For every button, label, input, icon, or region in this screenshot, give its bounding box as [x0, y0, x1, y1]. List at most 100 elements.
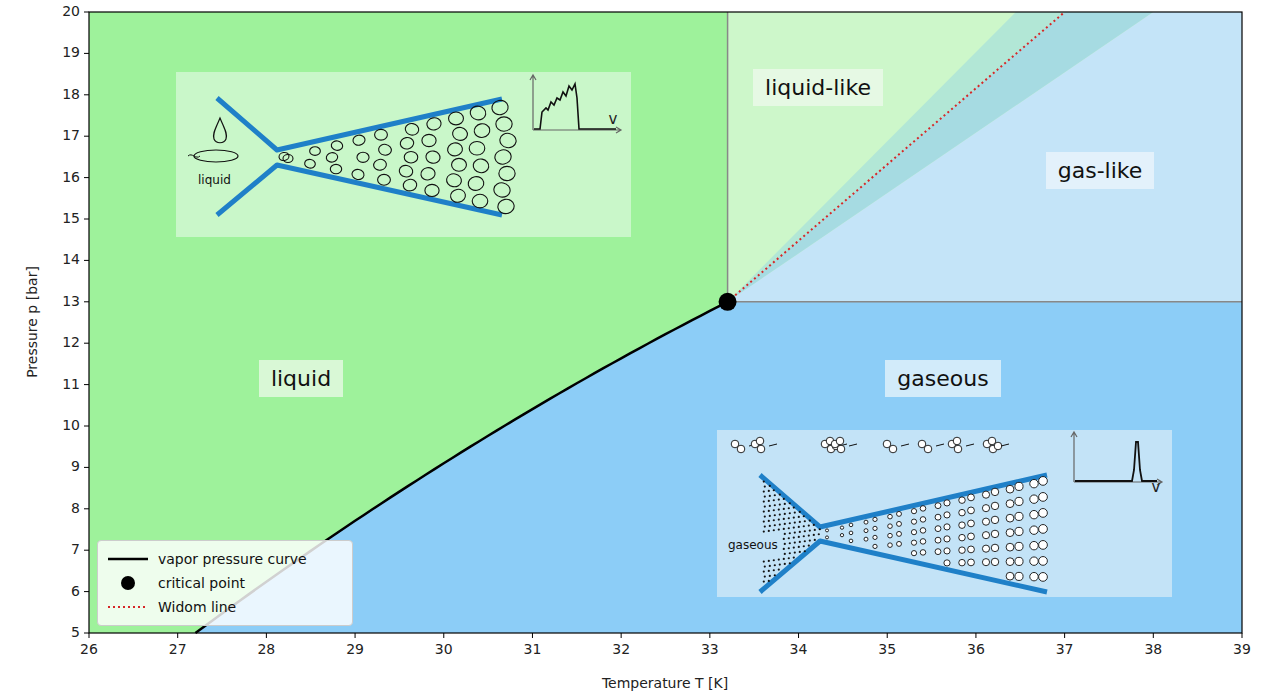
- gas-particle: [773, 499, 775, 501]
- gas-particle: [968, 533, 975, 540]
- gas-particle: [784, 513, 786, 515]
- tick-mark: [84, 260, 89, 261]
- gas-particle: [764, 486, 766, 488]
- tick-mark: [84, 426, 89, 427]
- inset-box: liquid: [176, 72, 631, 237]
- gas-particle: [968, 494, 975, 501]
- gas-particle: [784, 533, 786, 535]
- gas-particle: [763, 481, 765, 483]
- tick-mark: [266, 633, 267, 638]
- gas-particle: [840, 533, 843, 536]
- tick-label: 7: [71, 542, 80, 557]
- gas-particle: [944, 560, 950, 566]
- gas-particle: [849, 523, 853, 527]
- molecule-cluster: [737, 445, 745, 453]
- gas-particle: [809, 530, 811, 532]
- nozzle-wall: [760, 475, 1047, 527]
- gas-particle: [799, 531, 801, 533]
- gas-particle: [1006, 572, 1014, 580]
- inset-illustration: [176, 72, 631, 237]
- gas-particle: [783, 518, 785, 520]
- gas-like-region: [728, 12, 1242, 302]
- inset-axis-label: v: [609, 111, 618, 128]
- tick-label: 38: [1144, 642, 1162, 657]
- gas-particle: [873, 535, 877, 539]
- gas-particle: [799, 511, 801, 513]
- gas-particle: [944, 512, 950, 518]
- gas-particle: [789, 502, 791, 504]
- gas-particle: [911, 551, 916, 556]
- tick-label: 16: [62, 170, 80, 185]
- gas-particle: [763, 521, 765, 523]
- gas-particle: [1039, 493, 1048, 502]
- droplet: [404, 151, 418, 163]
- gas-particle: [920, 539, 926, 545]
- gas-particle: [982, 559, 989, 566]
- gas-particle: [784, 543, 786, 545]
- droplet: [399, 136, 414, 150]
- droplet: [491, 99, 510, 116]
- gas-particle: [935, 526, 941, 532]
- region-border: [727, 12, 729, 302]
- gas-particle: [793, 557, 795, 559]
- molecule-cluster: [994, 442, 1002, 450]
- gas-particle: [763, 531, 765, 533]
- gas-particle: [793, 547, 795, 549]
- gas-particle: [769, 495, 771, 497]
- plot-frame: [89, 12, 1242, 633]
- droplet: [452, 158, 467, 171]
- droplet: [310, 147, 321, 156]
- mini-axis: [1074, 479, 1162, 485]
- gas-particle: [803, 525, 805, 527]
- droplet: [467, 175, 485, 191]
- mini-axis: [530, 75, 536, 130]
- gas-particle: [794, 552, 796, 554]
- gas-particle: [982, 532, 989, 539]
- tick-label: 18: [62, 87, 80, 102]
- tick-label: 5: [71, 625, 80, 640]
- tick-label: 9: [71, 460, 80, 475]
- gas-particle: [789, 542, 791, 544]
- gas-particle: [769, 485, 771, 487]
- gas-particle: [783, 538, 785, 540]
- gas-particle: [794, 532, 796, 534]
- critical-point: [719, 293, 737, 311]
- droplet: [402, 178, 417, 192]
- inset-caption: gaseous: [728, 538, 778, 552]
- droplet: [420, 167, 436, 181]
- gas-particle: [1015, 497, 1023, 505]
- gas-particle: [799, 521, 801, 523]
- tick-label: 29: [346, 642, 364, 657]
- gas-particle: [888, 514, 893, 519]
- gas-particle: [1006, 500, 1014, 508]
- gas-particle: [944, 536, 950, 542]
- gas-particle: [764, 506, 766, 508]
- gas-particle: [783, 558, 785, 560]
- gas-particle: [804, 520, 806, 522]
- region-label: liquid: [259, 360, 343, 397]
- gas-particle: [813, 534, 815, 536]
- tick-mark: [84, 633, 89, 634]
- gas-particle: [778, 529, 780, 531]
- gas-particle: [959, 559, 966, 566]
- gas-particle: [793, 527, 795, 529]
- gas-particle: [944, 548, 950, 554]
- droplet: [473, 123, 491, 139]
- legend-text: critical point: [158, 575, 245, 591]
- tick-label: 28: [257, 642, 275, 657]
- gas-particle: [911, 540, 916, 545]
- tick-mark: [84, 136, 89, 137]
- legend-text: Widom line: [158, 599, 236, 615]
- droplet: [283, 154, 293, 162]
- gas-particle: [1030, 541, 1038, 549]
- nozzle-wall: [217, 165, 502, 215]
- gas-particle: [873, 544, 877, 548]
- liquid-like-region: [728, 12, 1242, 302]
- region-border: [728, 301, 1242, 303]
- nozzle-wall: [217, 98, 502, 150]
- gas-particle: [788, 507, 790, 509]
- gas-particle: [788, 547, 790, 549]
- tick-mark: [709, 633, 710, 638]
- gas-particle: [798, 516, 800, 518]
- motion-stroke: [769, 444, 777, 446]
